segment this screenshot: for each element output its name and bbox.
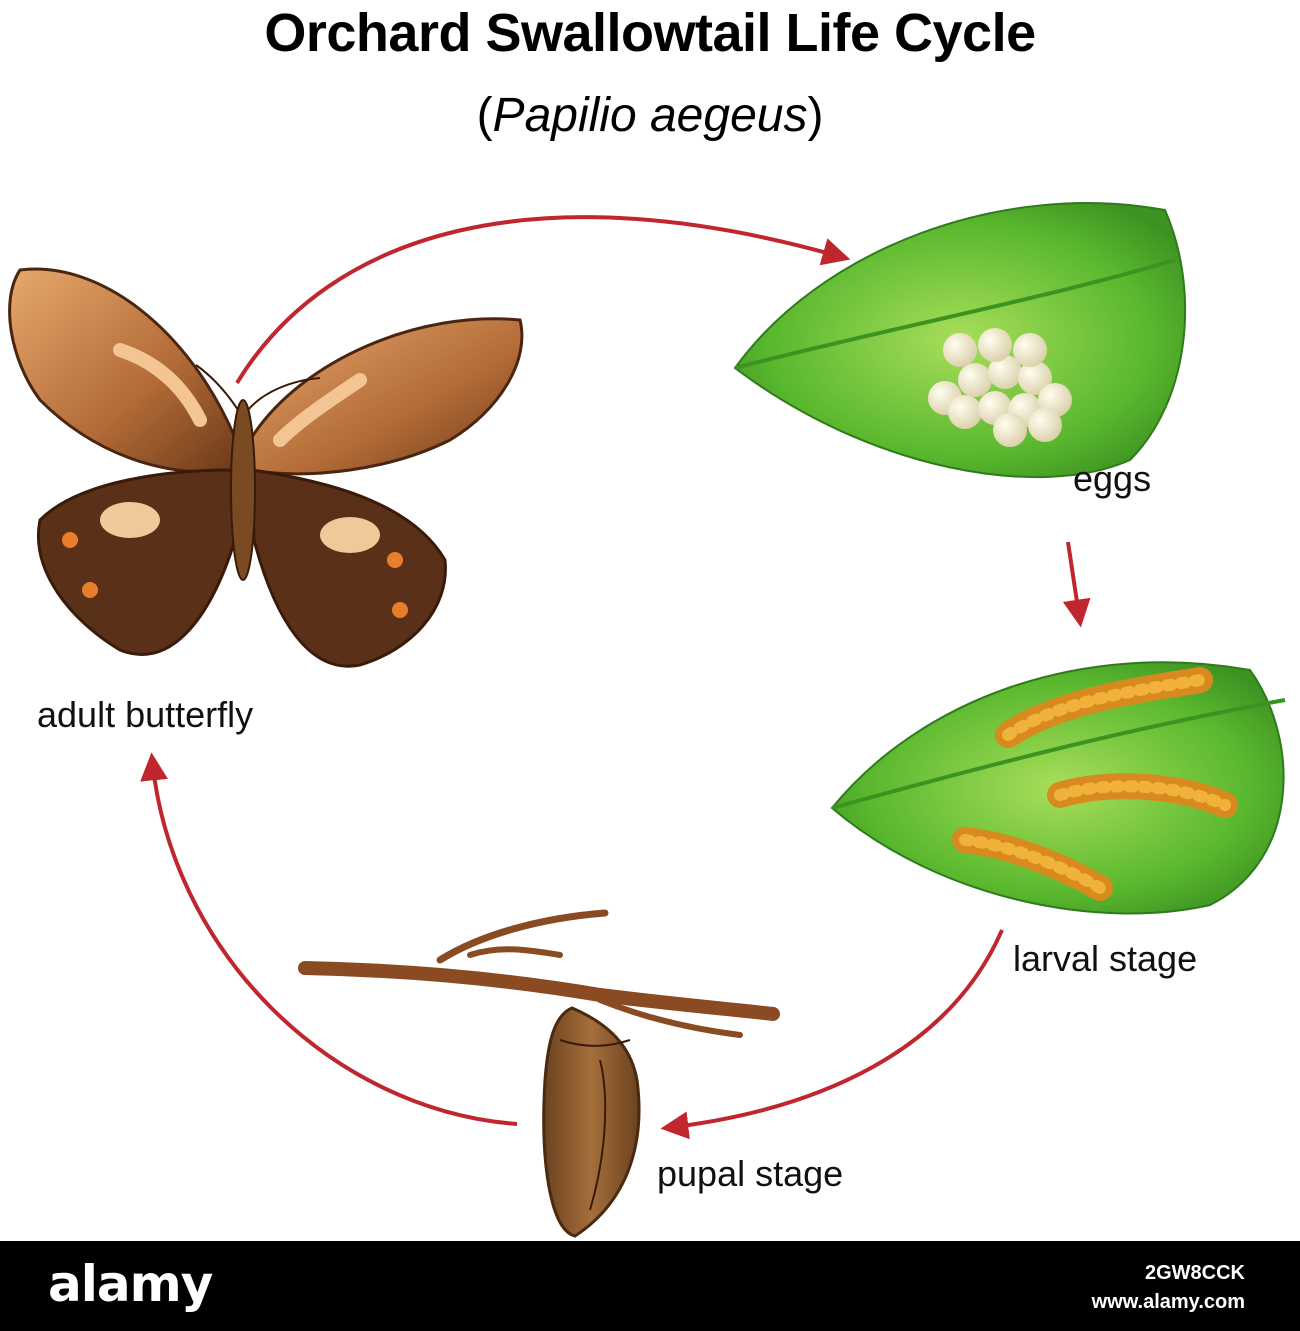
image-id: 2GW8CCK — [1144, 1262, 1245, 1284]
life-cycle-diagram — [8, 202, 1286, 1238]
diagram-title: Orchard Swallowtail Life Cycle — [264, 3, 1036, 63]
subtitle-close-paren: ) — [807, 89, 824, 142]
pupa-illustration — [298, 909, 780, 1238]
footer-url: www.alamy.com — [1091, 1291, 1245, 1313]
caterpillar-3 — [952, 827, 1113, 901]
label-adult-butterfly: adult butterfly — [37, 694, 254, 735]
label-pupal-stage: pupal stage — [657, 1153, 844, 1194]
butterfly-illustration — [8, 267, 524, 668]
diagram-subtitle: (Papilio aegeus) — [0, 88, 1300, 143]
label-eggs: eggs — [1073, 458, 1152, 499]
larval-leaf-illustration — [830, 661, 1286, 915]
caterpillar-1 — [995, 667, 1213, 748]
arrow-adult-to-eggs — [235, 215, 851, 385]
eggs-leaf-illustration — [733, 202, 1187, 479]
species-name: Papilio aegeus — [492, 89, 808, 142]
label-larval-stage: larval stage — [1013, 938, 1198, 979]
arrow-eggs-to-larval — [1062, 541, 1091, 628]
alamy-logo: alamy — [48, 1255, 213, 1313]
arrow-pupal-to-adult — [140, 752, 518, 1126]
arrow-larval-to-pupal — [660, 929, 1004, 1140]
caterpillar-2 — [1047, 773, 1238, 818]
subtitle-open-paren: ( — [476, 89, 493, 142]
egg-cluster — [928, 328, 1072, 447]
watermark-footer: alamy 2GW8CCK www.alamy.com — [0, 1241, 1300, 1331]
